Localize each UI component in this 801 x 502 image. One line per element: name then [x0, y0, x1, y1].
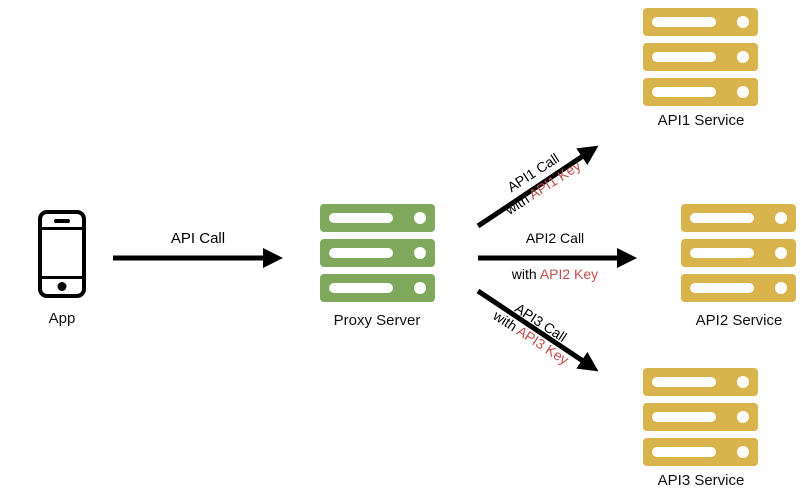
server-row [643, 78, 758, 106]
server-led-icon [414, 212, 426, 224]
server-row [320, 239, 435, 267]
server-row [643, 403, 758, 431]
server-slot [690, 248, 754, 258]
phone-speaker-icon [54, 219, 70, 223]
server-slot [652, 412, 716, 422]
api2-service-label: API2 Service [695, 312, 783, 329]
server-slot [652, 52, 716, 62]
api3-server-stack-icon [643, 368, 758, 466]
server-row [681, 239, 796, 267]
app-label: App [48, 310, 76, 327]
edge-label-api-call: API Call [170, 230, 226, 247]
server-slot [690, 283, 754, 293]
server-slot [329, 213, 393, 223]
edge-label-api2-call: API2 Call [525, 230, 585, 246]
api2-server-stack-icon [681, 204, 796, 302]
api3-service-label: API3 Service [657, 472, 745, 489]
server-led-icon [737, 446, 749, 458]
server-led-icon [737, 86, 749, 98]
edge-label-api2-key: with API2 Key [511, 266, 599, 282]
phone-home-button-icon [57, 282, 67, 291]
phone-screen [42, 227, 82, 279]
arrow-proxy-to-api3 [476, 288, 599, 372]
server-slot [652, 87, 716, 97]
server-slot [652, 447, 716, 457]
server-led-icon [737, 51, 749, 63]
server-led-icon [737, 376, 749, 388]
server-slot [652, 17, 716, 27]
server-led-icon [775, 247, 787, 259]
server-row [681, 204, 796, 232]
server-row [643, 8, 758, 36]
server-led-icon [737, 16, 749, 28]
server-led-icon [414, 247, 426, 259]
proxy-server-label: Proxy Server [333, 312, 421, 329]
server-row [681, 274, 796, 302]
api1-service-label: API1 Service [657, 112, 745, 129]
server-slot [652, 377, 716, 387]
server-led-icon [737, 411, 749, 423]
server-row [320, 204, 435, 232]
proxy-server-stack-icon [320, 204, 435, 302]
server-slot [329, 283, 393, 293]
smartphone-icon [38, 210, 86, 298]
server-row [643, 438, 758, 466]
server-slot [329, 248, 393, 258]
server-led-icon [414, 282, 426, 294]
server-row [643, 43, 758, 71]
api1-server-stack-icon [643, 8, 758, 106]
server-row [643, 368, 758, 396]
server-slot [690, 213, 754, 223]
arrow-proxy-to-api1 [476, 145, 599, 229]
server-led-icon [775, 212, 787, 224]
server-row [320, 274, 435, 302]
server-led-icon [775, 282, 787, 294]
